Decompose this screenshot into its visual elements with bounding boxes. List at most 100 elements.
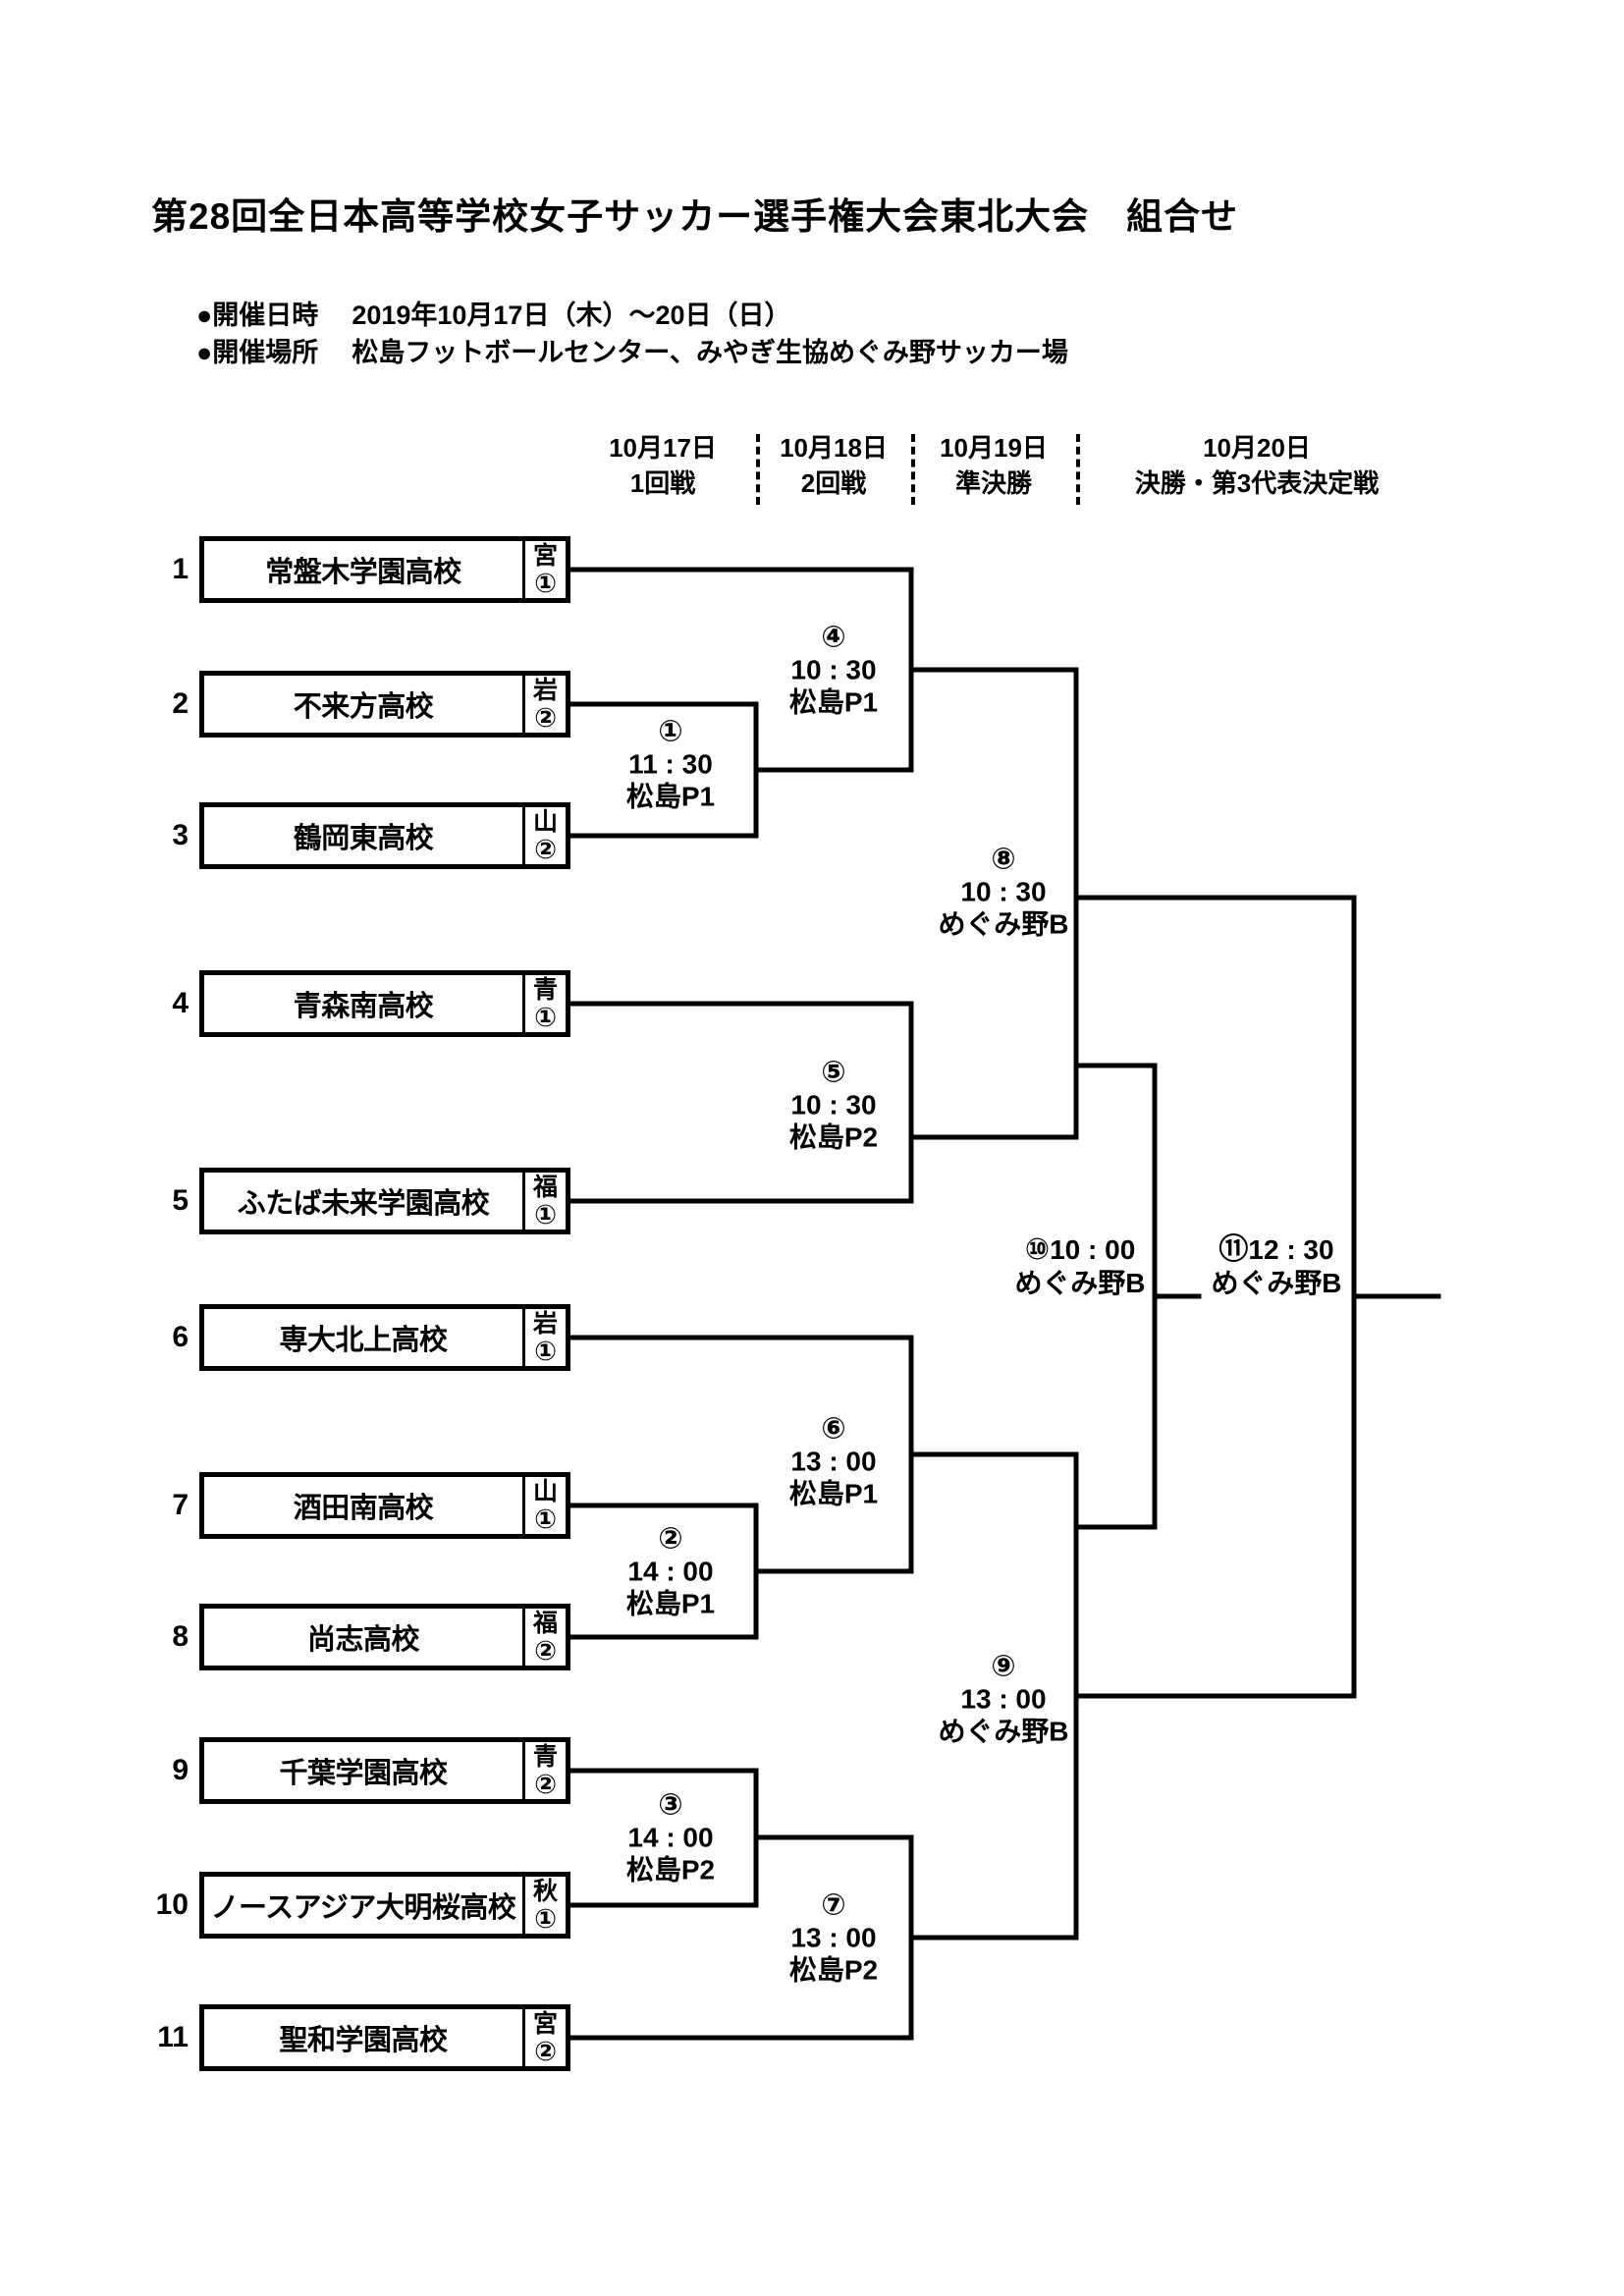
team-name: 常盤木学園高校 — [265, 557, 461, 588]
page-title: 第28回全日本高等学校女子サッカー選手権大会東北大会 組合せ — [151, 196, 1239, 237]
team-name: 鶴岡東高校 — [293, 823, 434, 854]
team-seed-number: ① — [534, 569, 557, 598]
match-id: ⑨ — [991, 1650, 1016, 1683]
match-time: 10 : 30 — [790, 1089, 877, 1121]
team-seed-number: ① — [534, 1337, 557, 1366]
team-number: 10 — [155, 1888, 189, 1921]
round-name: 1回戦 — [629, 468, 696, 498]
team-name: 酒田南高校 — [293, 1493, 434, 1524]
match-id: ⑦ — [821, 1888, 846, 1922]
event-datetime-value: 2019年10月17日（木）～20日（日） — [352, 301, 791, 330]
decider-time: 12 : 30 — [1248, 1234, 1334, 1265]
team-seed-number: ② — [534, 703, 557, 733]
match-venue: 松島P2 — [625, 1854, 716, 1886]
team-seed-number: ① — [534, 1904, 557, 1934]
decider-id: ⑩ — [1024, 1233, 1051, 1266]
team-seed-number: ① — [534, 1003, 557, 1032]
match-time: 13 : 00 — [960, 1683, 1047, 1715]
team-name: 不来方高校 — [293, 691, 434, 723]
decider-venue: めぐみ野B — [1211, 1268, 1342, 1298]
team-prefecture-label: 福 — [532, 1174, 558, 1201]
decider-heading: ⑩10 : 00 — [1014, 1233, 1145, 1267]
match-venue: めぐみ野B — [938, 908, 1069, 940]
event-venue-line: ●開催場所松島フットボールセンター、みやぎ生協めぐみ野サッカー場 — [196, 331, 1068, 369]
team-number: 9 — [172, 1754, 189, 1786]
round-header-4: 10月20日決勝・第3代表決定戦 — [1135, 430, 1379, 501]
team-prefecture-label: 青 — [532, 1743, 558, 1771]
match-venue: めぐみ野B — [938, 1716, 1069, 1747]
match-time: 13 : 00 — [790, 1446, 877, 1477]
match-id: ⑤ — [821, 1056, 846, 1089]
team-prefecture-label: 福 — [532, 1610, 558, 1637]
team-name: 聖和学園高校 — [279, 2025, 448, 2056]
team-prefecture-label: 宮 — [532, 2010, 558, 2038]
match-id: ④ — [821, 621, 846, 654]
team-name: 尚志高校 — [306, 1624, 420, 1656]
match-venue: 松島P1 — [788, 686, 879, 718]
team-prefecture-label: 山 — [532, 808, 558, 836]
round-name: 決勝・第3代表決定戦 — [1134, 468, 1380, 498]
column-separator — [911, 434, 915, 505]
match-venue: 松島P2 — [788, 1121, 879, 1153]
decider-venue: めぐみ野B — [1014, 1268, 1146, 1298]
column-separator — [756, 434, 760, 505]
team-prefecture-label: 岩 — [532, 677, 558, 704]
decider-id: ⑪ — [1218, 1233, 1249, 1266]
team-number: 7 — [172, 1489, 189, 1521]
team-name: 青森南高校 — [293, 991, 434, 1022]
team-name: 専大北上高校 — [279, 1325, 448, 1356]
team-prefecture-label: 岩 — [532, 1310, 558, 1338]
team-prefecture-label: 山 — [532, 1478, 558, 1505]
team-prefecture-label: 青 — [532, 976, 558, 1004]
match-venue: 松島P1 — [625, 1588, 716, 1619]
decider-heading: ⑪12 : 30 — [1211, 1233, 1341, 1267]
match-id: ⑧ — [991, 843, 1016, 876]
decider-time: 10 : 00 — [1050, 1234, 1136, 1265]
team-name: ふたば未来学園高校 — [237, 1188, 490, 1220]
team-name: ノースアジア大明桜高校 — [210, 1892, 516, 1924]
match-id: ① — [658, 715, 683, 748]
round-date: 10月20日 — [1203, 433, 1311, 463]
match-id: ② — [658, 1522, 683, 1556]
team-seed-number: ① — [534, 1200, 557, 1230]
match-id: ⑥ — [821, 1412, 846, 1446]
team-number: 3 — [172, 819, 189, 851]
team-seed-number: ② — [534, 2037, 557, 2066]
event-datetime-line: ●開催日時 2019年10月17日（木）～20日（日） — [196, 294, 790, 332]
match-time: 14 : 00 — [627, 1556, 714, 1587]
match-venue: 松島P2 — [788, 1954, 879, 1986]
match-time: 14 : 00 — [627, 1822, 714, 1853]
round-date: 10月19日 — [940, 433, 1048, 463]
bracket-connector-path — [568, 567, 1441, 2041]
event-datetime-label: ●開催日時 — [196, 301, 319, 330]
team-number: 5 — [172, 1184, 189, 1217]
match-venue: 松島P1 — [625, 781, 716, 812]
team-number: 1 — [172, 553, 189, 585]
